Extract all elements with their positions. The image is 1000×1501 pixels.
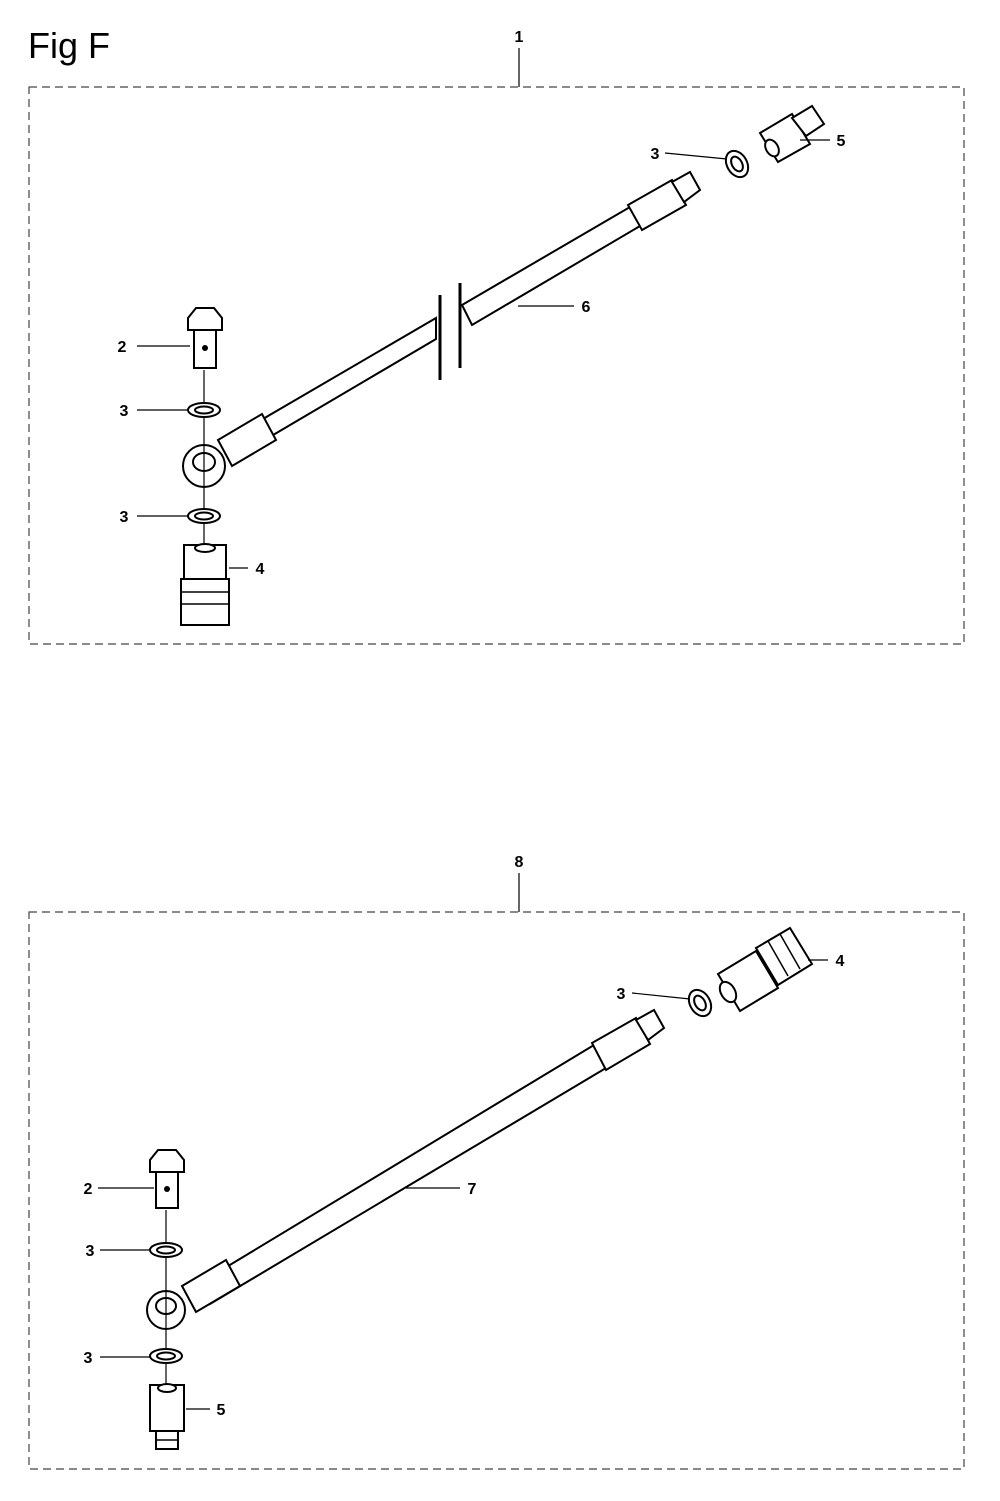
banjo-bolt-icon [149, 1149, 185, 1209]
callout-washer: 3 [120, 403, 129, 420]
sealing-washer-icon [187, 508, 221, 524]
sealing-washer-icon [687, 988, 713, 1018]
callout-washer: 3 [617, 986, 626, 1003]
callout-washer: 3 [120, 509, 129, 526]
callout-hose: 6 [582, 299, 591, 316]
sealing-washer-icon [724, 149, 750, 179]
callout-washer: 3 [84, 1350, 93, 1367]
callout-bolt: 2 [118, 339, 127, 356]
assembly-8-frame [28, 911, 965, 1470]
callout-coupler: 4 [256, 561, 265, 578]
figure-title: Fig F [28, 25, 111, 66]
assembly-1: 1 [28, 29, 965, 645]
banjo-bolt-icon [187, 307, 223, 369]
quick-coupler-icon [180, 543, 230, 626]
sealing-washer-icon [149, 1348, 183, 1364]
callout-nipple: 5 [217, 1402, 226, 1419]
hose-icon [180, 1008, 666, 1314]
callout-washer: 3 [86, 1243, 95, 1260]
callout-hose: 7 [468, 1181, 477, 1198]
quick-nipple-icon [758, 104, 826, 164]
callout-washer: 3 [651, 146, 660, 163]
callout-bolt: 2 [84, 1181, 93, 1198]
assembly-1-callout: 1 [515, 29, 524, 46]
sealing-washer-icon [187, 402, 221, 418]
quick-coupler-icon [716, 926, 814, 1013]
assembly-8: 8 [28, 854, 965, 1470]
hose-icon [216, 170, 702, 468]
assembly-8-callout: 8 [515, 854, 524, 871]
leader-line [664, 152, 728, 160]
sealing-washer-icon [149, 1242, 183, 1258]
assembly-1-frame [28, 86, 965, 645]
leader-line [631, 992, 691, 1000]
callout-coupler: 4 [836, 953, 845, 970]
callout-nipple: 5 [837, 133, 846, 150]
quick-nipple-icon [149, 1383, 185, 1450]
